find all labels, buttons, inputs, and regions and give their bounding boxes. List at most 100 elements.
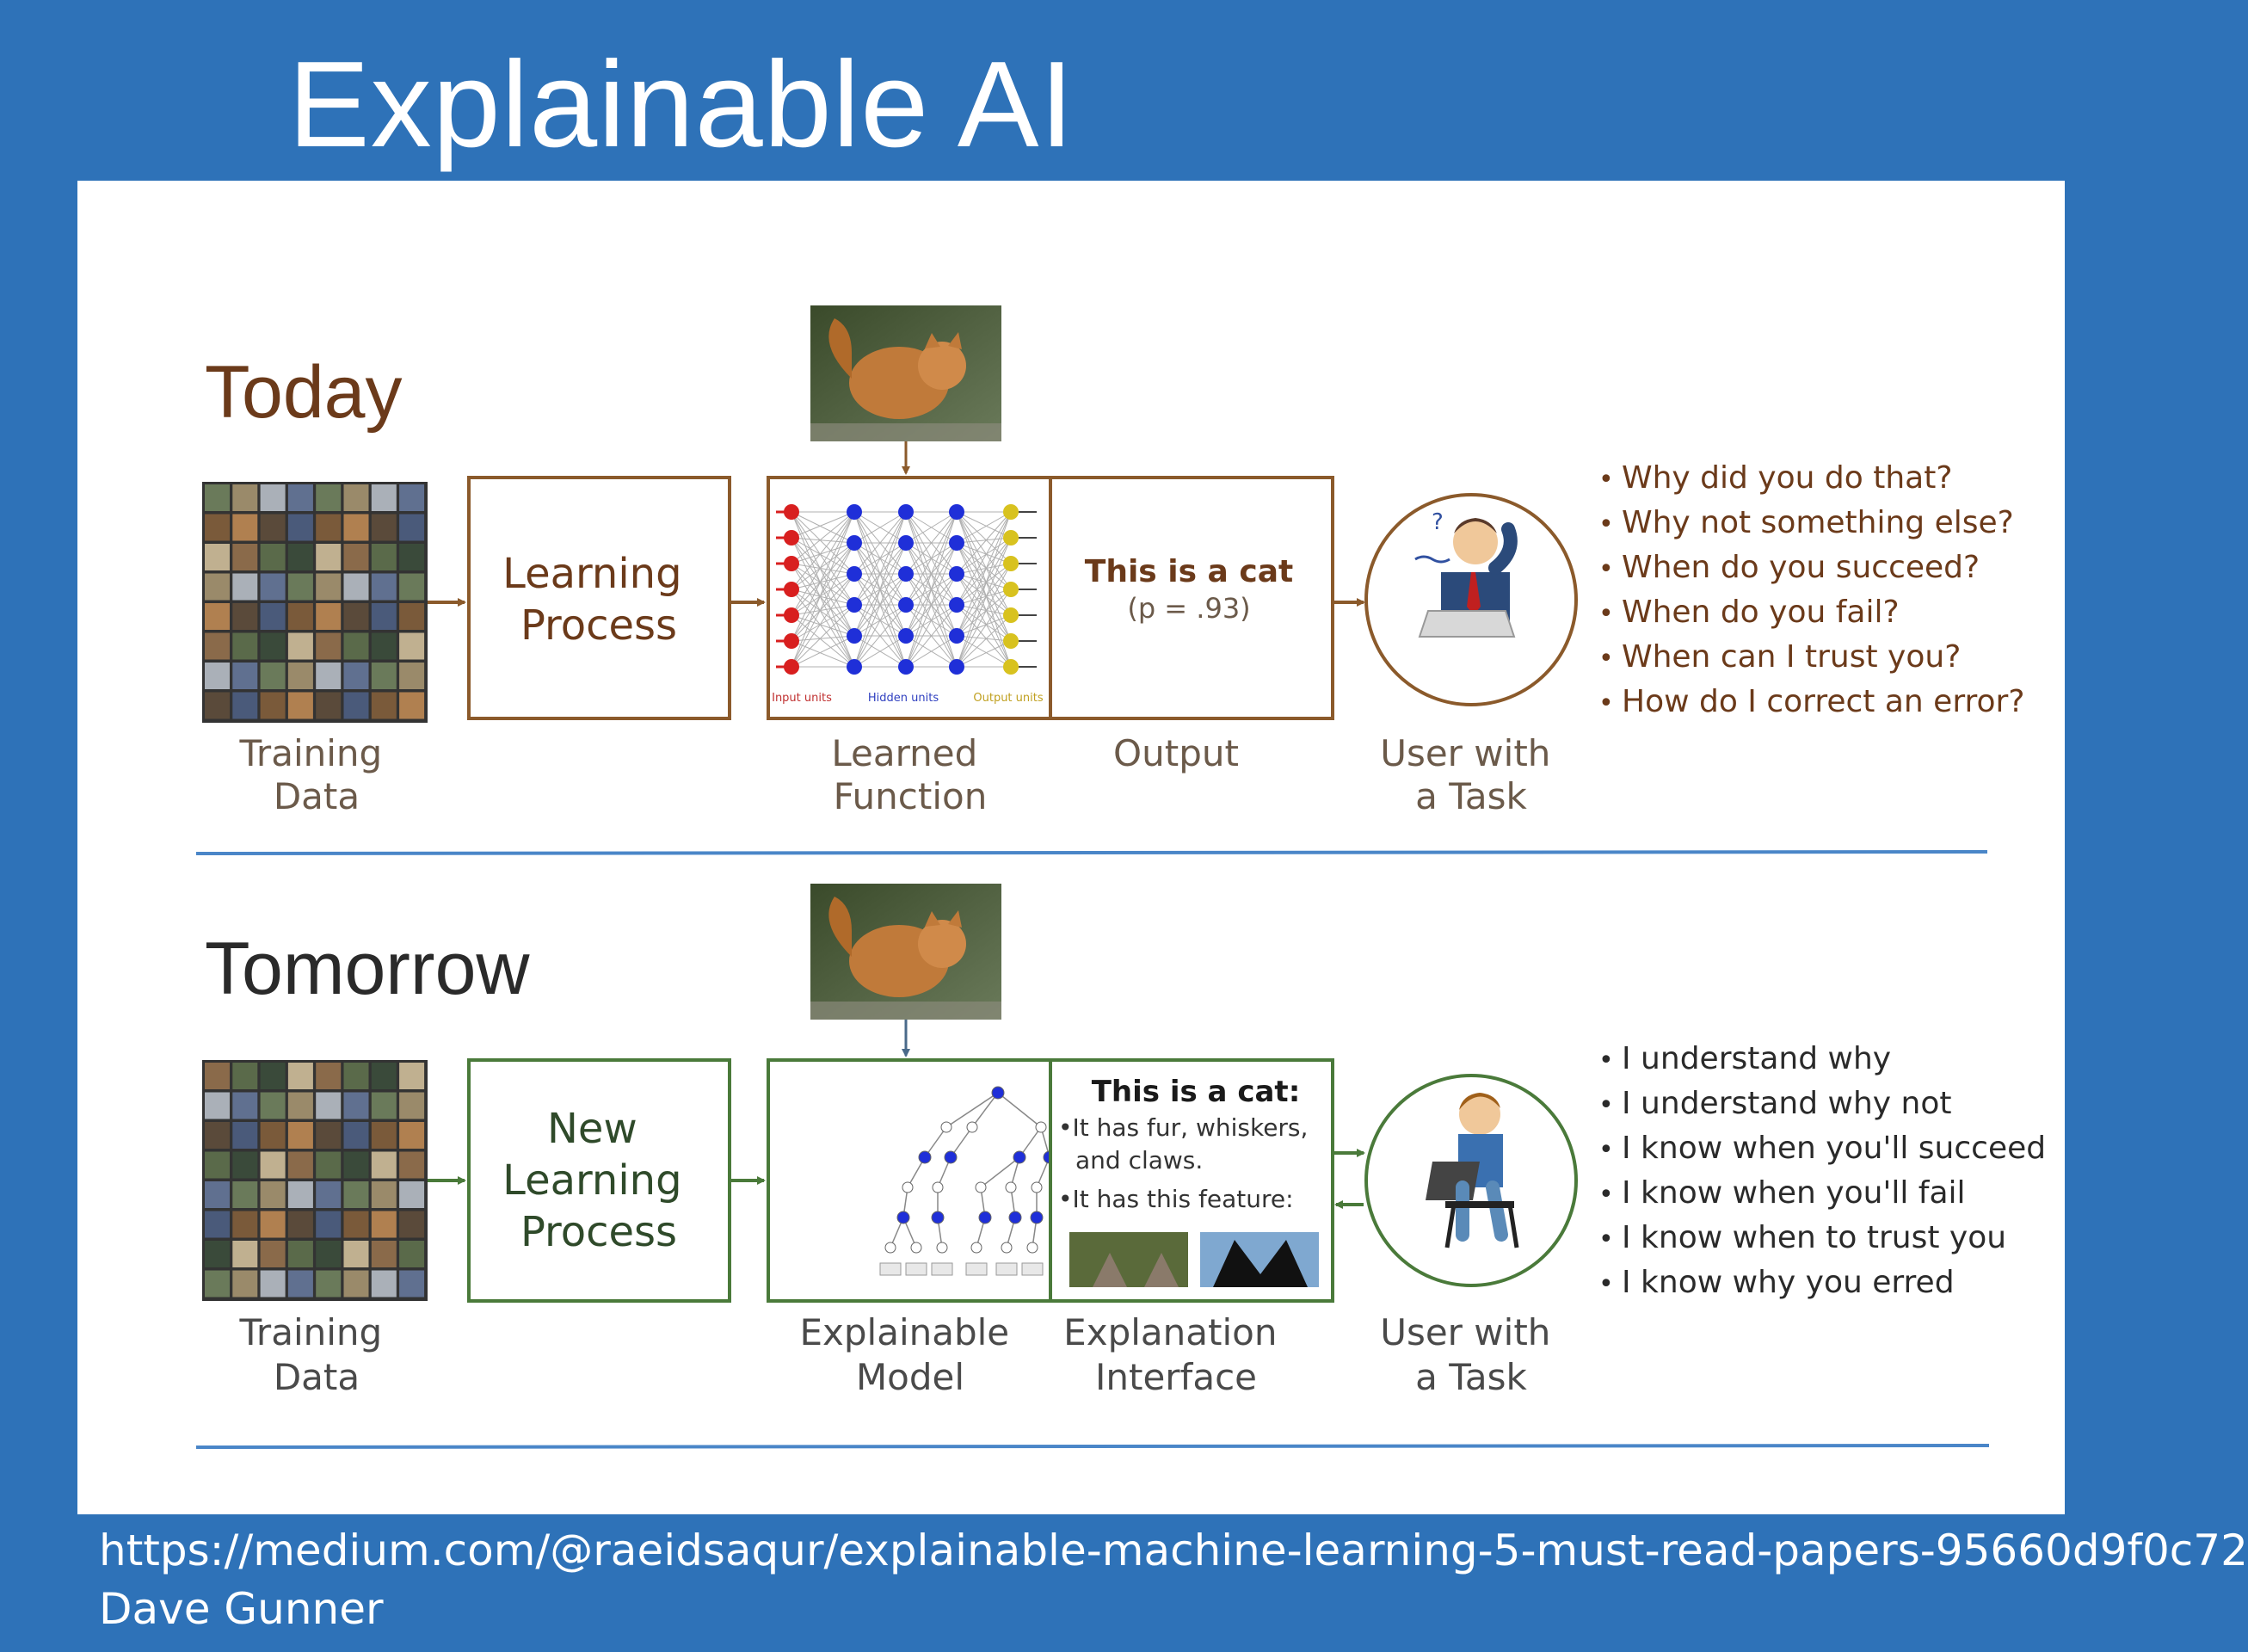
output-box — [1049, 476, 1334, 720]
nn-connection — [791, 537, 855, 544]
nn-connection — [791, 511, 855, 590]
training-thumbnail — [232, 1122, 258, 1149]
tomorrow-heading: Tomorrow — [205, 928, 530, 1010]
training-thumbnail — [205, 1092, 230, 1119]
nn-neuron — [898, 566, 914, 582]
nn-neuron — [898, 628, 914, 644]
tree-node — [991, 1086, 1005, 1100]
nn-connection — [956, 542, 1012, 642]
confused-user-icon: ? — [1364, 493, 1578, 706]
nn-connection — [853, 511, 907, 544]
nn-connection — [853, 635, 907, 668]
training-thumbnail — [399, 692, 425, 719]
training-thumbnail — [232, 1063, 258, 1089]
nn-connection — [791, 614, 855, 668]
training-thumbnail — [399, 1122, 425, 1149]
nn-connection — [791, 604, 855, 642]
nn-neuron — [898, 504, 914, 520]
training-thumbnail — [232, 1211, 258, 1238]
nn-connection — [956, 563, 1012, 668]
training-thumbnail — [287, 573, 313, 601]
nn-connection — [791, 542, 855, 616]
training-thumbnail — [371, 1270, 397, 1298]
training-thumbnail — [205, 1181, 230, 1208]
training-thumbnail — [316, 514, 342, 541]
today-questions-list: • Why did you do that? • Why not somethi… — [1598, 460, 2024, 719]
nn-connection — [956, 589, 1012, 637]
tree-node — [966, 1121, 978, 1133]
training-thumbnail — [371, 663, 397, 689]
training-thumbnail — [316, 692, 342, 719]
output-label: Output — [1113, 732, 1239, 774]
tree-node — [884, 1242, 896, 1254]
training-thumbnail — [399, 1211, 425, 1238]
tree-node — [1013, 1150, 1026, 1164]
training-thumbnail — [260, 663, 286, 689]
nn-connection — [791, 563, 855, 668]
training-thumbnail — [399, 544, 425, 570]
training-thumbnail — [343, 1181, 369, 1208]
nn-connection — [905, 542, 958, 668]
neural-network-diagram — [776, 504, 1037, 675]
training-thumbnail — [316, 1151, 342, 1179]
training-thumbnail — [399, 514, 425, 541]
training-thumbnail — [205, 573, 230, 601]
training-thumbnail — [399, 1092, 425, 1119]
training-thumbnail — [205, 1211, 230, 1238]
footer: https://medium.com/@raeidsaqur/explainab… — [99, 1521, 2248, 1638]
training-thumbnail — [205, 484, 230, 511]
training-thumbnail — [371, 1181, 397, 1208]
training-thumbnail — [287, 1151, 313, 1179]
nn-connection — [905, 604, 958, 668]
training-thumbnail — [287, 692, 313, 719]
nn-connection — [791, 537, 855, 575]
nn-connection — [956, 511, 1012, 590]
training-thumbnail — [343, 544, 369, 570]
tree-node — [975, 1181, 987, 1193]
nn-neuron — [784, 530, 799, 546]
nn-neuron — [847, 566, 862, 582]
question-item: When can I trust you? — [1622, 639, 1961, 675]
tree-edge — [980, 1156, 1020, 1188]
training-thumbnail — [205, 632, 230, 660]
training-thumbnail — [260, 573, 286, 601]
nn-neuron — [847, 628, 862, 644]
explanation-bullet: •It has fur, whiskers, — [1058, 1113, 1308, 1142]
nn-connection — [791, 589, 855, 668]
source-url[interactable]: https://medium.com/@raeidsaqur/explainab… — [99, 1526, 2248, 1575]
training-thumbnail — [205, 1122, 230, 1149]
question-bullet: • — [1598, 509, 1614, 539]
training-thumbnail — [399, 1270, 425, 1298]
training-thumbnail — [232, 663, 258, 689]
training-thumbnail — [343, 632, 369, 660]
explanation-bullet: •It has this feature: — [1058, 1185, 1294, 1213]
tree-node — [1031, 1181, 1043, 1193]
training-thumbnail — [232, 1181, 258, 1208]
tree-node — [1005, 1181, 1017, 1193]
training-thumbnail — [316, 1181, 342, 1208]
nn-connection — [791, 573, 855, 616]
training-thumbnail — [343, 692, 369, 719]
user-label-today: User with a Task — [1380, 732, 1562, 817]
nn-connection — [853, 511, 907, 575]
statement-item: I know when to trust you — [1622, 1220, 2006, 1255]
training-thumbnail — [399, 632, 425, 660]
nn-connection — [791, 537, 855, 637]
nn-connection — [905, 635, 958, 668]
nn-connection — [853, 511, 907, 668]
training-data-label-tomorrow: Training Data — [238, 1311, 393, 1398]
nn-connection — [956, 511, 1012, 637]
nn-neuron — [784, 504, 799, 520]
nn-connection — [956, 542, 1012, 616]
nn-connection — [791, 589, 855, 606]
nn-neuron — [898, 535, 914, 551]
training-thumbnail — [260, 632, 286, 660]
author-credit: Dave Gunner — [99, 1584, 384, 1634]
nn-connection — [853, 511, 907, 637]
tree-node — [932, 1181, 944, 1193]
tree-node — [896, 1211, 910, 1224]
bottom-separator — [195, 1444, 1990, 1449]
nn-connection — [791, 537, 855, 668]
output-probability: (p = .93) — [1127, 592, 1250, 625]
nn-connection — [905, 511, 958, 668]
